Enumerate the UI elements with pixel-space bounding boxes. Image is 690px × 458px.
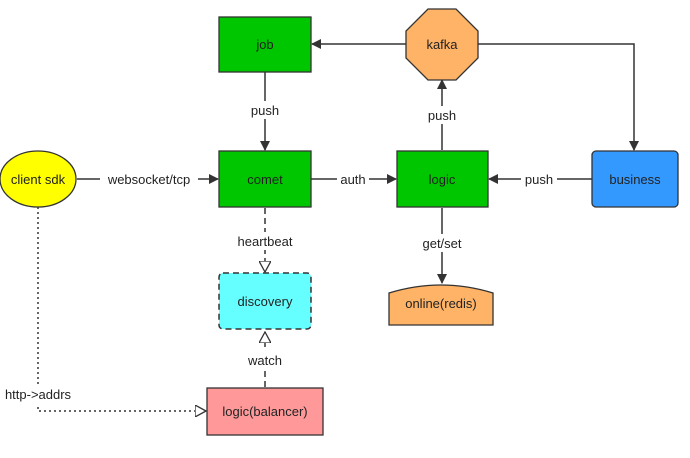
node-logic-balancer: logic(balancer): [206, 387, 324, 436]
edge-label-websocket-tcp: websocket/tcp: [107, 172, 190, 187]
edge-label-push-logic-kafka: push: [428, 108, 456, 123]
edge-label-push-business-logic: push: [525, 172, 553, 187]
edge-label-push-job-comet: push: [251, 103, 279, 118]
node-label-online-redis: online(redis): [405, 296, 477, 311]
node-label-job: job: [255, 37, 273, 52]
node-job: job: [218, 16, 312, 73]
edge-client-to-balancer: http->addrs: [0, 207, 206, 411]
node-kafka: kafka: [405, 8, 479, 81]
node-label-logic: logic: [429, 172, 456, 187]
edge-label-get-set: get/set: [422, 236, 461, 251]
node-logic: logic: [396, 150, 489, 208]
edge-label-auth: auth: [340, 172, 365, 187]
node-label-logic-balancer: logic(balancer): [222, 404, 307, 419]
edge-kafka-to-business: [478, 43, 639, 151]
node-online-redis: online(redis): [388, 284, 494, 326]
edge-label-watch: watch: [247, 353, 282, 368]
edge-comet-to-logic: auth: [311, 170, 397, 188]
edge-label-heartbeat: heartbeat: [238, 234, 293, 249]
edge-logic-to-kafka: push: [424, 79, 460, 150]
node-comet: comet: [218, 150, 312, 208]
edge-balancer-to-discovery: watch: [243, 332, 287, 387]
node-business: business: [591, 150, 679, 208]
edge-comet-to-discovery: heartbeat: [231, 208, 299, 272]
edge-logic-to-redis: get/set: [415, 208, 469, 284]
edge-client-to-comet: websocket/tcp: [77, 170, 219, 188]
node-label-business: business: [609, 172, 661, 187]
edge-business-to-logic: push: [488, 170, 592, 188]
node-discovery: discovery: [218, 272, 312, 330]
node-label-comet: comet: [247, 172, 283, 187]
edge-job-to-comet: push: [247, 72, 283, 151]
node-label-kafka: kafka: [426, 37, 458, 52]
node-client-sdk: client sdk: [0, 150, 77, 208]
edge-label-http-addrs: http->addrs: [5, 387, 72, 402]
node-label-discovery: discovery: [238, 294, 293, 309]
node-label-client-sdk: client sdk: [11, 172, 66, 187]
